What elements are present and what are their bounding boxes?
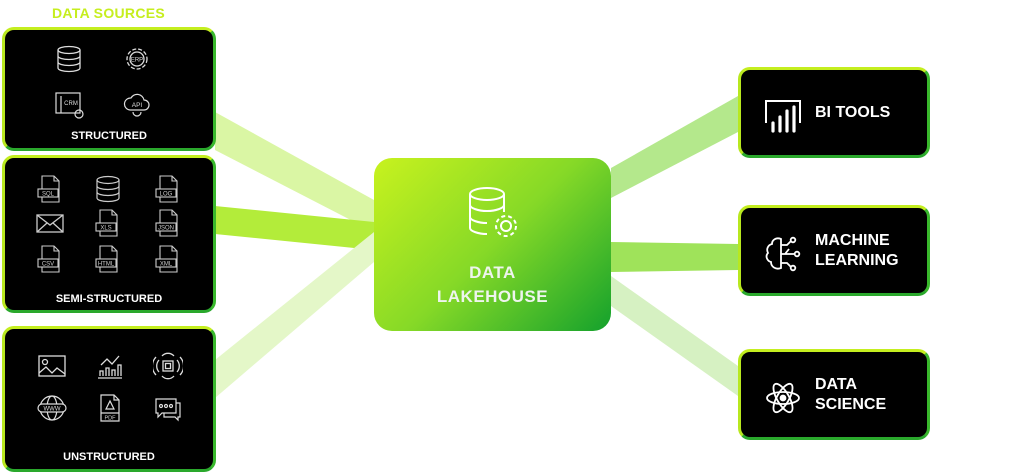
atom-icon — [763, 379, 803, 417]
data-sources-title: DATA SOURCES — [52, 5, 166, 21]
bi-tools-box: BI TOOLS — [738, 67, 930, 158]
svg-text:API: API — [132, 102, 143, 109]
svg-text:LOG: LOG — [160, 191, 173, 197]
email-icon — [35, 208, 65, 238]
svg-text:SQL: SQL — [42, 191, 55, 197]
svg-text:WWW: WWW — [44, 406, 61, 412]
unstructured-label: UNSTRUCTURED — [63, 451, 155, 463]
connector-bi-tools — [611, 96, 738, 198]
svg-text:ERP: ERP — [131, 58, 143, 64]
connector-data-science — [611, 276, 738, 396]
semi-structured-source-box: SQL LOG XLS JSON CSV HTML XML SEMI-STRUCTURED — [2, 155, 216, 313]
center-label: DATA LAKEHOUSE — [374, 261, 611, 309]
json-file-icon: JSON — [153, 208, 183, 238]
chat-icon — [153, 393, 183, 423]
connector-structured — [215, 112, 374, 232]
connector-semi-structured — [215, 206, 374, 250]
svg-text:CRM: CRM — [64, 101, 78, 107]
api-icon: API — [122, 90, 152, 120]
center-label-line1: DATA — [469, 263, 516, 282]
erp-icon: ERP — [122, 44, 152, 74]
crm-icon: CRM — [54, 90, 84, 120]
svg-text:PDF: PDF — [105, 416, 117, 422]
chart-icon — [95, 351, 125, 381]
sensor-icon — [151, 351, 185, 381]
center-label-line2: LAKEHOUSE — [436, 287, 549, 306]
image-icon — [37, 351, 67, 381]
database-icon — [93, 174, 123, 204]
svg-text:XML: XML — [160, 261, 173, 267]
svg-text:XLS: XLS — [100, 225, 111, 231]
database-gear-icon — [462, 184, 522, 244]
log-file-icon: LOG — [153, 174, 183, 204]
html-file-icon: HTML — [93, 244, 123, 274]
data-lakehouse-box: DATA LAKEHOUSE — [374, 158, 611, 331]
brain-circuit-icon — [763, 235, 803, 273]
xml-file-icon: XML — [153, 244, 183, 274]
connector-unstructured — [215, 232, 374, 398]
sql-file-icon: SQL — [35, 174, 65, 204]
database-icon — [54, 44, 84, 74]
connector-machine-learning — [611, 242, 738, 272]
svg-text:CSV: CSV — [42, 261, 54, 267]
www-globe-icon: WWW — [37, 393, 67, 423]
pdf-file-icon: PDF — [95, 393, 125, 423]
structured-label: STRUCTURED — [71, 130, 147, 142]
svg-text:HTML: HTML — [98, 261, 115, 267]
csv-file-icon: CSV — [35, 244, 65, 274]
bar-chart-icon — [763, 97, 803, 135]
semi-structured-label: SEMI-STRUCTURED — [55, 293, 163, 305]
unstructured-source-box: WWW PDF UNSTRUCTURED — [2, 326, 216, 472]
xls-file-icon: XLS — [93, 208, 123, 238]
svg-text:JSON: JSON — [158, 225, 174, 231]
bi-tools-label: BI TOOLS — [815, 103, 891, 121]
structured-source-box: ERP CRM API STRUCTURED — [2, 27, 216, 151]
